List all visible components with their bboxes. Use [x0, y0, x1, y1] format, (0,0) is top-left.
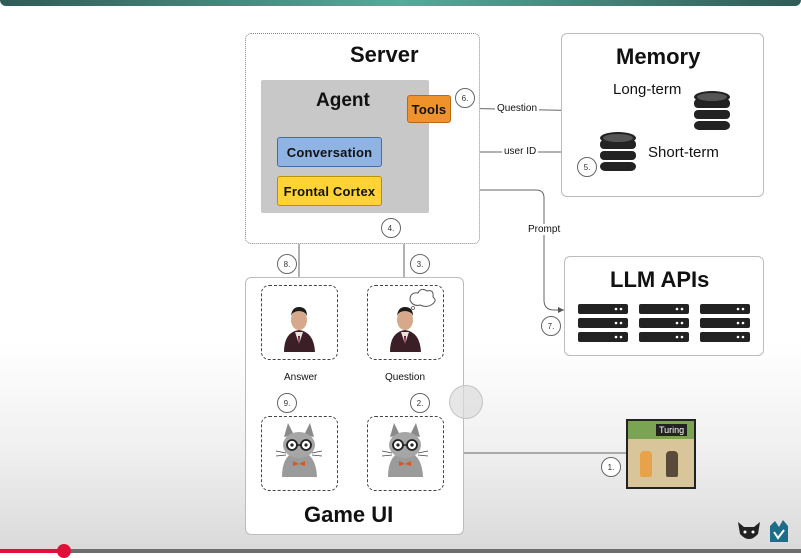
- short-term-label: Short-term: [648, 144, 719, 161]
- memory-title: Memory: [616, 44, 701, 69]
- tools-box: Tools: [407, 95, 451, 123]
- agent-title: Agent: [316, 90, 370, 111]
- fox-logo-icon: [738, 522, 760, 539]
- step-4-badge: 4.: [381, 218, 401, 238]
- edge-label-user-id: user ID: [502, 146, 539, 157]
- thinking-agent-avatar-icon: [390, 288, 436, 352]
- server-title: Server: [350, 42, 419, 67]
- step-2-badge: 2.: [410, 393, 430, 413]
- edge-label-answer: Answer: [282, 372, 320, 383]
- frontal-cortex-box: Frontal Cortex: [277, 176, 382, 206]
- step-8-badge: 8.: [277, 254, 297, 274]
- scene-character-right: [666, 451, 678, 477]
- edge-label-prompt: Prompt: [526, 224, 563, 235]
- agent-avatar-icon: [284, 307, 315, 352]
- step-1-badge: 1.: [601, 457, 621, 477]
- cat-player-icon: [275, 423, 323, 477]
- step-9-badge: 9.: [277, 393, 297, 413]
- short-term-database-icon: [600, 132, 636, 171]
- step-6-badge: 6.: [455, 88, 475, 108]
- answer-agent-card: [261, 285, 338, 360]
- top-header-strip: [0, 0, 801, 6]
- question-agent-card: [367, 285, 444, 360]
- step-7-badge: 7.: [541, 316, 561, 336]
- answer-cat-card: [261, 416, 338, 491]
- video-progress-bar[interactable]: [0, 544, 801, 558]
- edge-label-question-bottom: Question: [383, 372, 428, 383]
- video-progress-fill: [0, 549, 65, 553]
- step-3-badge: 3.: [410, 254, 430, 274]
- long-term-database-icon: [694, 91, 730, 130]
- edge-cortex-llm: [381, 189, 564, 313]
- long-term-label: Long-term: [613, 81, 682, 98]
- scene-name-tag: Turing: [656, 424, 688, 436]
- step-5-badge: 5.: [577, 157, 597, 177]
- mouse-cursor-highlight: [449, 385, 483, 419]
- server-rack-icons: [578, 304, 750, 342]
- cat-player-icon: [381, 423, 429, 477]
- video-progress-handle[interactable]: [57, 544, 72, 558]
- edge-label-question-top: Question: [495, 103, 540, 114]
- game-ui-title: Game UI: [304, 502, 394, 527]
- question-cat-card: [367, 416, 444, 491]
- scene-character-left: [640, 451, 652, 477]
- crown-logo-icon: [770, 520, 788, 542]
- conversation-box: Conversation: [277, 137, 382, 167]
- llm-apis-title: LLM APIs: [610, 267, 710, 292]
- game-scene-thumbnail: Turing: [626, 419, 696, 489]
